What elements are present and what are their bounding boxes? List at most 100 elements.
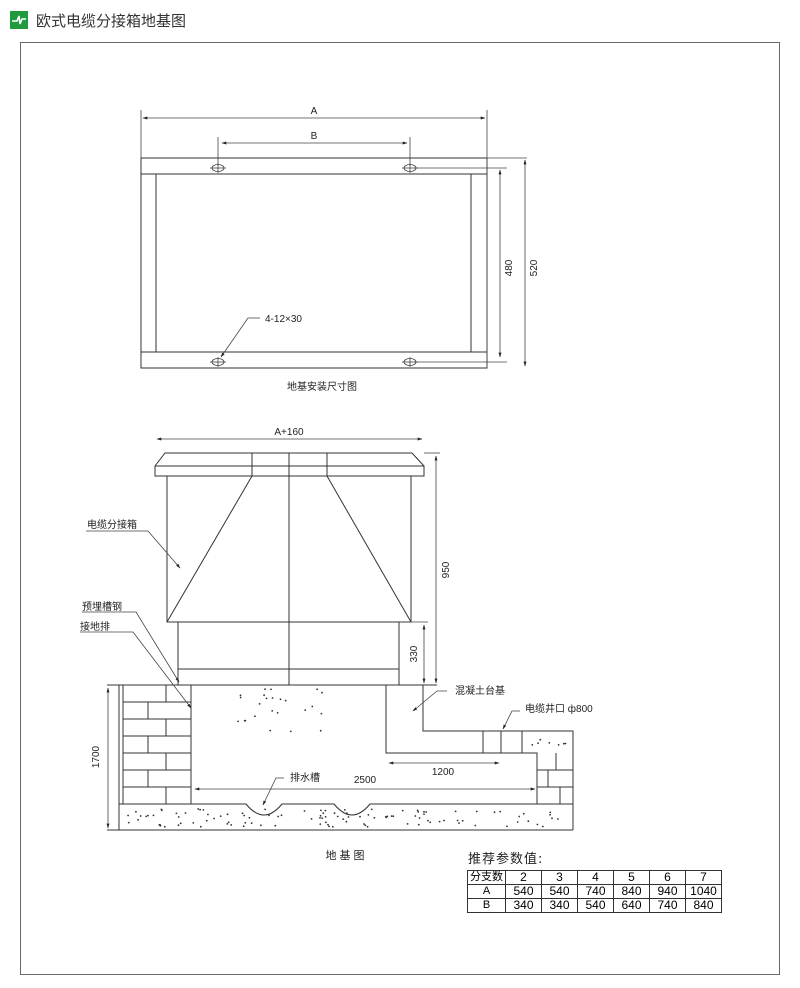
stipple-dot <box>269 729 272 732</box>
stipple-dot <box>260 824 262 827</box>
stipple-dot <box>242 825 245 828</box>
stipple-dot <box>175 812 178 815</box>
table-cell: 740 <box>649 898 686 913</box>
label-concrete-base: 混凝土台基 <box>455 684 505 697</box>
stipple-dot <box>226 813 229 816</box>
stipple-dot <box>264 688 266 691</box>
stipple-dot <box>427 819 429 822</box>
stipple-dot <box>264 808 266 811</box>
stipple-dot <box>474 824 477 827</box>
dim-480-label: 480 <box>504 259 515 276</box>
dim-2500-label: 2500 <box>354 775 377 786</box>
stipple-dot <box>475 810 478 813</box>
stipple-dot <box>418 817 421 819</box>
dim-top-label: A+160 <box>274 427 304 438</box>
stipple-dot <box>327 823 329 826</box>
stipple-dot <box>557 744 560 746</box>
stipple-dot <box>161 809 163 812</box>
table-cell: 4 <box>577 870 614 885</box>
stipple-dot <box>324 809 327 812</box>
brick-wall-left <box>123 684 191 804</box>
concrete-stipple <box>127 688 567 828</box>
table-row: A 540 540 740 840 940 1040 <box>467 884 722 899</box>
mounting-hole-icons <box>210 163 418 367</box>
stipple-dot <box>458 822 460 824</box>
foundation-section: 1700 1200 2500 电缆分接箱 预埋槽钢 接地排 混凝土台基 电缆井口… <box>80 518 593 862</box>
stipple-dot <box>347 816 350 818</box>
stipple-dot <box>328 825 330 828</box>
stipple-dot <box>279 698 282 701</box>
stipple-dot <box>321 817 324 819</box>
stipple-dot <box>320 809 322 812</box>
stipple-dot <box>226 823 229 825</box>
stipple-dot <box>518 815 521 818</box>
stipple-dot <box>270 688 272 691</box>
label-drain: 排水槽 <box>290 771 320 784</box>
stipple-dot <box>137 818 140 821</box>
table-cell: 6 <box>649 870 686 885</box>
stipple-dot <box>343 809 346 811</box>
stipple-dot <box>551 817 553 820</box>
stipple-dot <box>207 813 209 816</box>
plan-caption: 地基安装尺寸图 <box>287 380 357 393</box>
drawing-frame <box>20 42 780 975</box>
stipple-dot <box>506 825 508 828</box>
stipple-dot <box>239 694 242 697</box>
stipple-dot <box>319 729 322 732</box>
table-cell: A <box>467 884 506 899</box>
stipple-dot <box>364 824 367 827</box>
stipple-dot <box>237 720 240 723</box>
stipple-dot <box>429 821 432 824</box>
stipple-dot <box>199 825 202 828</box>
stipple-dot <box>248 816 251 819</box>
stipple-dot <box>493 811 496 814</box>
stipple-dot <box>271 697 274 699</box>
stipple-dot <box>414 815 417 817</box>
stipple-dot <box>373 816 376 819</box>
stipple-dot <box>537 742 539 745</box>
dim-520-label: 520 <box>529 259 540 276</box>
stipple-dot <box>401 809 404 812</box>
table-cell: 540 <box>505 884 542 899</box>
stipple-dot <box>322 812 325 815</box>
stipple-dot <box>127 814 129 817</box>
stipple-dot <box>342 818 345 820</box>
stipple-dot <box>276 712 279 714</box>
label-cable-well: 电缆井口 ф800 <box>525 702 593 715</box>
stipple-dot <box>239 696 242 699</box>
stipple-dot <box>417 810 420 813</box>
stipple-dot <box>542 825 544 828</box>
stipple-dot <box>205 819 208 822</box>
stipple-dot <box>250 822 253 824</box>
stipple-dot <box>333 812 336 815</box>
label-ground-bar: 接地排 <box>80 620 110 633</box>
drain-trench <box>119 803 573 816</box>
stipple-dot <box>454 810 457 813</box>
label-cable-box: 电缆分接箱 <box>87 518 137 531</box>
stipple-dot <box>158 824 161 826</box>
stipple-dot <box>392 815 395 818</box>
section-caption: 地 基 图 <box>325 849 364 862</box>
stipple-dot <box>461 819 464 822</box>
stipple-dot <box>244 719 247 722</box>
stipple-dot <box>230 824 233 826</box>
dim-330-label: 330 <box>409 645 420 662</box>
stipple-dot <box>319 817 321 819</box>
dim-a-label: A <box>311 106 318 117</box>
stipple-dot <box>319 823 322 825</box>
stipple-dot <box>456 819 459 822</box>
stipple-dot <box>244 821 247 824</box>
stipple-dot <box>321 691 323 694</box>
dim-1700-label: 1700 <box>91 745 102 768</box>
hole-spec-label: 4-12×30 <box>265 314 302 325</box>
table-cell: 640 <box>613 898 650 913</box>
table-cell: 840 <box>685 898 722 913</box>
stipple-dot <box>139 815 142 817</box>
table-cell: 540 <box>577 898 614 913</box>
stipple-dot <box>390 815 393 817</box>
stipple-dot <box>147 814 149 817</box>
params-table: 分支数 2 3 4 5 6 7 A 540 540 740 840 940 10… <box>467 870 722 913</box>
stipple-dot <box>564 742 567 745</box>
stipple-dot <box>438 820 441 823</box>
stipple-dot <box>345 820 348 823</box>
